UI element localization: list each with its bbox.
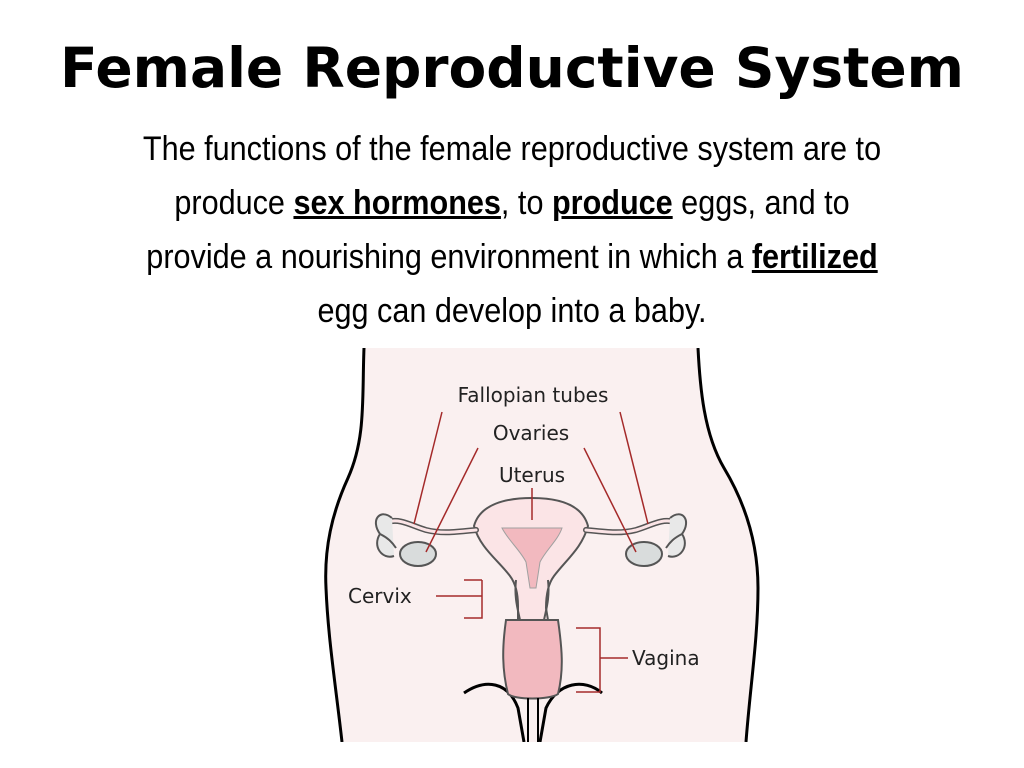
body-line-4: egg can develop into a baby. xyxy=(87,284,937,338)
body-line-2-text-b: , to xyxy=(500,184,552,222)
thigh-curve-left xyxy=(463,682,526,742)
uterine-cavity xyxy=(501,527,563,589)
leader-ovary-right xyxy=(583,447,637,553)
body-line-4-text: egg can develop into a baby. xyxy=(317,292,707,330)
slide-title: Female Reproductive System xyxy=(60,36,964,100)
body-line-1: The functions of the female reproductive… xyxy=(87,122,937,176)
birth-canal-line xyxy=(527,698,539,742)
leader-fallopian-left xyxy=(413,411,443,525)
body-outline-right xyxy=(696,348,760,742)
body-line-2-text-a: produce xyxy=(174,184,294,222)
body-line-3-text-a: provide a nourishing environment in whic… xyxy=(146,238,752,276)
label-fallopian-tubes: Fallopian tubes xyxy=(458,383,609,407)
leader-ovary-left xyxy=(425,447,479,553)
ovary-left xyxy=(399,541,437,567)
label-uterus: Uterus xyxy=(499,463,565,487)
fallopian-tube-left-inner xyxy=(386,519,478,534)
body-outline-left xyxy=(324,348,366,742)
thigh-curve-right xyxy=(538,682,603,742)
fimbriae-right xyxy=(665,513,688,558)
body-line-2: produce sex hormones, to produce eggs, a… xyxy=(87,176,937,230)
label-ovaries: Ovaries xyxy=(493,421,569,445)
reproductive-system-diagram: Fallopian tubes Ovaries Uterus Cervix Va… xyxy=(296,348,770,742)
body-line-2-text-c: eggs, and to xyxy=(672,184,850,222)
keyword-sex-hormones: sex hormones xyxy=(293,184,501,222)
keyword-fertilized: fertilized xyxy=(751,238,878,276)
keyword-produce: produce xyxy=(551,184,673,222)
bracket-cervix xyxy=(436,579,483,619)
diagram-svg: Fallopian tubes Ovaries Uterus Cervix Va… xyxy=(324,348,760,742)
ovary-right xyxy=(625,541,663,567)
body-line-3: provide a nourishing environment in whic… xyxy=(87,230,937,284)
bracket-vagina xyxy=(576,627,628,693)
slide-body-text: The functions of the female reproductive… xyxy=(87,122,937,338)
label-vagina: Vagina xyxy=(632,646,700,670)
body-line-1-text: The functions of the female reproductive… xyxy=(142,130,882,168)
label-cervix: Cervix xyxy=(348,584,412,608)
leader-fallopian-right xyxy=(619,411,649,525)
fimbriae-left xyxy=(374,513,397,558)
vagina-shape xyxy=(502,619,563,700)
fallopian-tube-right-inner xyxy=(584,519,676,534)
